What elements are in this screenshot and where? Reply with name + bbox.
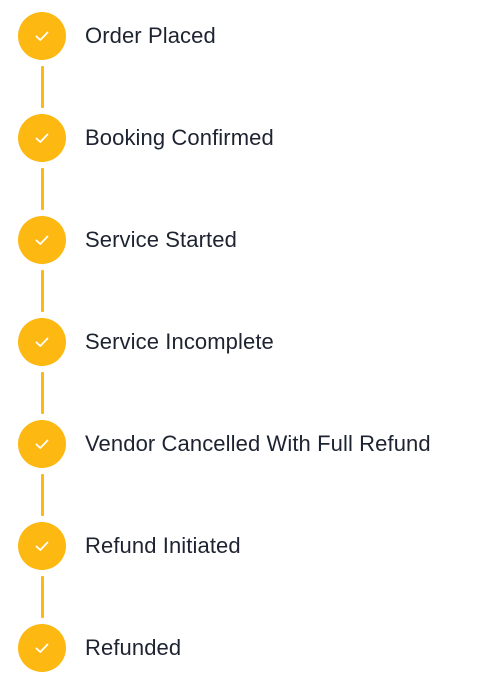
step-label: Vendor Cancelled With Full Refund — [85, 431, 431, 456]
check-icon — [18, 624, 66, 672]
step-label: Order Placed — [85, 23, 216, 48]
timeline-step-order-placed: Order Placed — [0, 11, 496, 61]
timeline-connector — [41, 474, 44, 516]
timeline-connector — [41, 576, 44, 618]
check-icon — [18, 12, 66, 60]
step-label: Service Incomplete — [85, 329, 274, 354]
timeline-step-refunded: Refunded — [0, 623, 496, 673]
check-icon — [18, 522, 66, 570]
timeline-step-refund-initiated: Refund Initiated — [0, 521, 496, 571]
step-label: Service Started — [85, 227, 237, 252]
check-icon — [18, 216, 66, 264]
step-label: Refund Initiated — [85, 533, 241, 558]
timeline-connector — [41, 270, 44, 312]
check-icon — [18, 318, 66, 366]
check-icon — [18, 420, 66, 468]
timeline-connector — [41, 372, 44, 414]
timeline-step-service-incomplete: Service Incomplete — [0, 317, 496, 367]
check-icon — [18, 114, 66, 162]
timeline-step-vendor-cancelled: Vendor Cancelled With Full Refund — [0, 419, 496, 469]
timeline-connector — [41, 66, 44, 108]
step-label: Refunded — [85, 635, 182, 660]
timeline-connector — [41, 168, 44, 210]
step-label: Booking Confirmed — [85, 125, 274, 150]
timeline-step-booking-confirmed: Booking Confirmed — [0, 113, 496, 163]
timeline-step-service-started: Service Started — [0, 215, 496, 265]
